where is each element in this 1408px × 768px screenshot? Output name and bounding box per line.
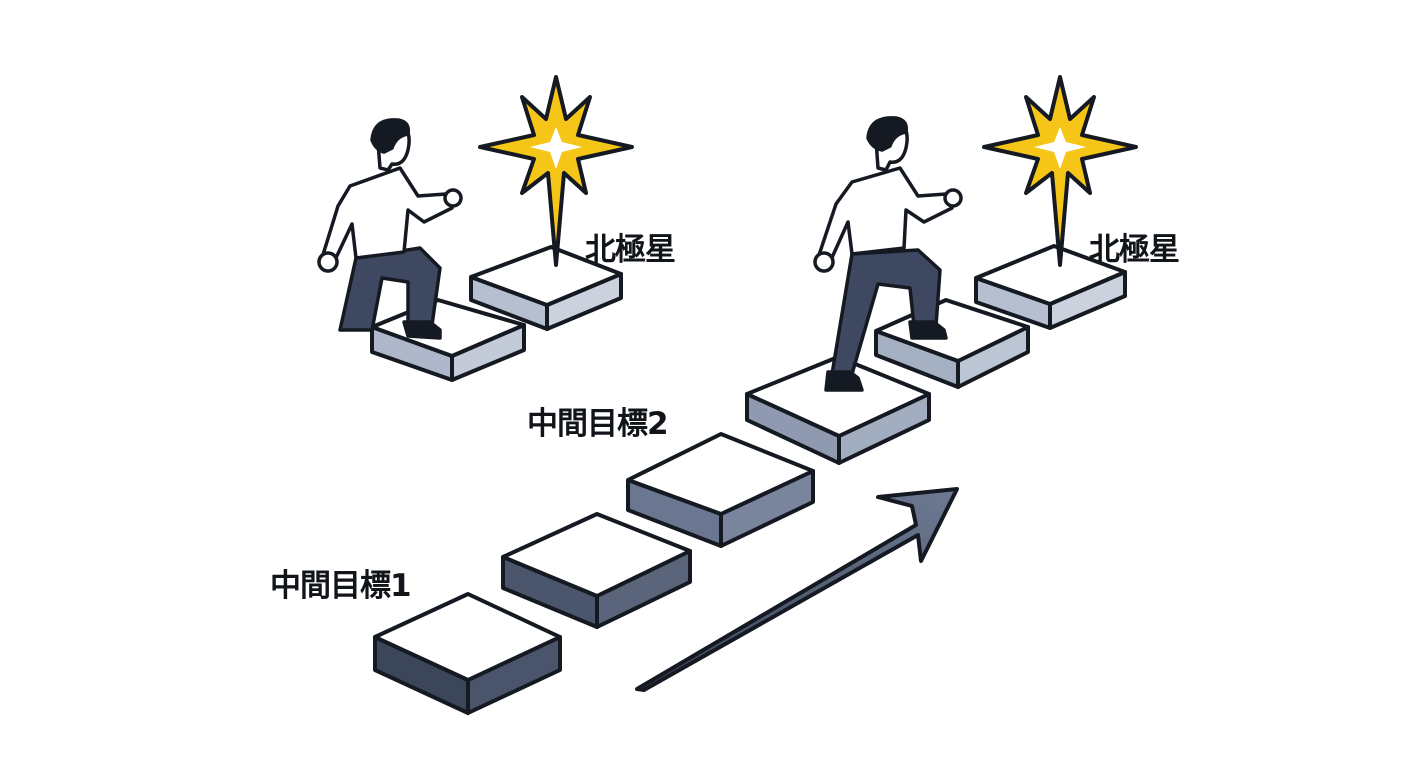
step-1 — [373, 592, 562, 715]
north-star-label-right: 北極星 — [1089, 232, 1180, 268]
upward-trend-arrow-icon — [635, 487, 959, 692]
step-3 — [626, 432, 815, 548]
left-step-upper — [469, 245, 623, 331]
north-star-label-left: 北極星 — [585, 232, 676, 268]
step-2 — [501, 512, 692, 629]
north-star-left-icon — [478, 75, 634, 267]
north-star-right-icon — [982, 75, 1138, 267]
step-4 — [745, 355, 931, 465]
milestone-2-label: 中間目標2 — [527, 406, 669, 442]
milestone-1-label: 中間目標1 — [270, 568, 412, 604]
person-climbing-right-icon — [813, 116, 963, 392]
person-climbing-left-icon — [317, 118, 463, 340]
step-6-north-star-base — [974, 244, 1127, 330]
